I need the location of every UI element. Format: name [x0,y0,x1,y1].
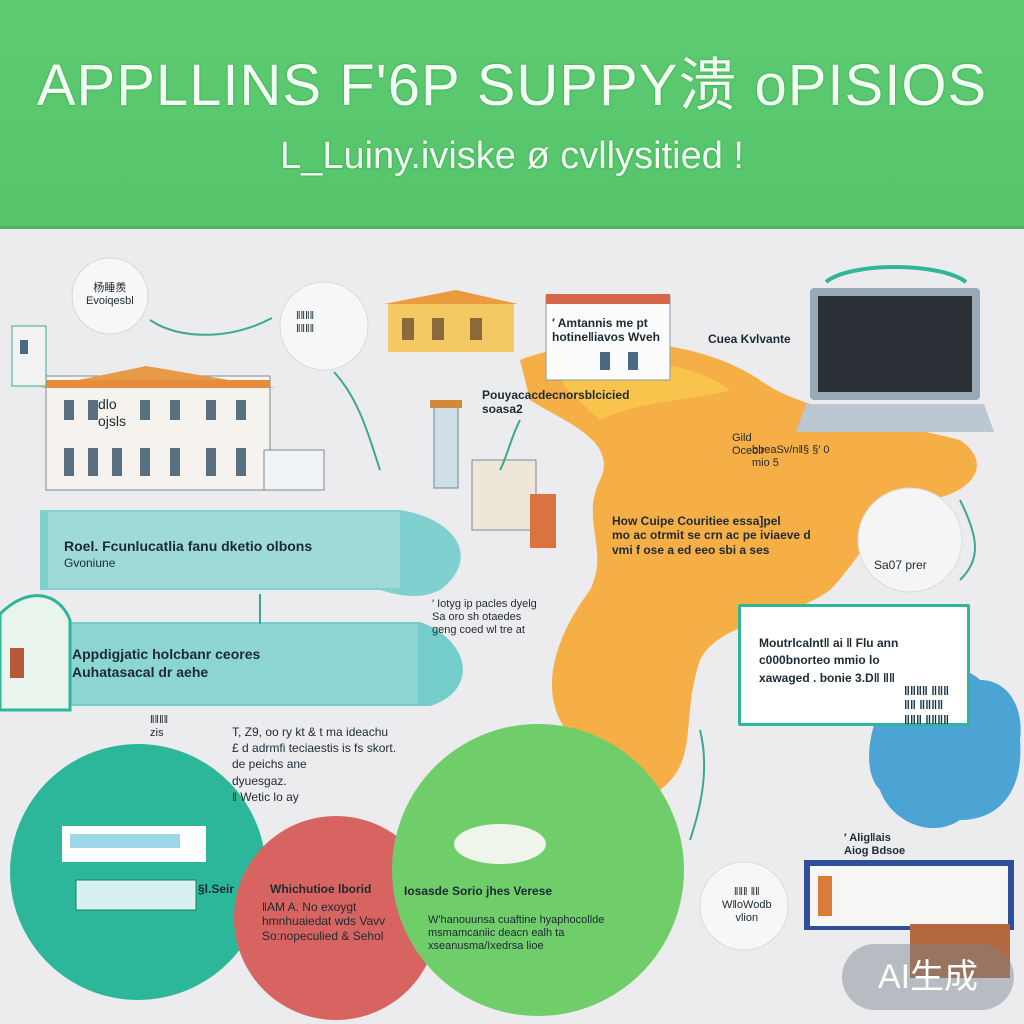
left-note-small-text: ‖‖‖‖ zis [150,714,169,740]
teal-banner-2-title: Appdigjatic holcbanr ceores [72,646,261,662]
clock-tower [430,400,462,489]
laptop-illustration [796,265,994,432]
bottom-left-house [0,594,72,712]
teal-banner-1-title: Roel. Fcunlucatlia fanu dketio olbons [64,538,313,554]
teal-banner-left-2 [48,624,418,704]
school-building [40,366,325,491]
church-building [471,459,556,548]
bottom-right-a-text: ′ Alig‖ais Aiog Bdsoe [844,832,906,858]
teal-circle-tag: §l.Seir [198,882,235,896]
red-circle [234,816,438,1020]
bubble-bottom-right [699,861,789,951]
orange-flow-blob [520,342,977,797]
school-sign-text: dlo ojsls [98,396,127,429]
header-right-b-text: Cuea Kvlvante [708,332,791,346]
mid-note-text: ′ Iotyg ip pacles dyelg Sa oro sh otaede… [432,598,537,637]
bubble-top-left-text: 杨睡羨 Evoiqesbl [86,282,134,308]
teal-banner-1-sub: Gvoniune [64,556,116,570]
header-right-a-text: ′ Amtannis me pt hotine‖iavos Wveh [552,316,660,345]
bubble-top-center-text: ‖‖‖‖ ‖‖‖‖ [296,310,315,336]
teal-circle-panel-inner [70,834,180,848]
teal-banner-left [48,512,400,588]
callout-box: Moutrlcalnt‖ ai ‖ Flu ann c000bnorteo mm… [738,604,970,726]
blue-cloud-text: ‖‖‖‖ ‖‖‖ ‖‖ ‖‖‖‖ ‖‖‖ ‖‖‖‖ [904,684,950,727]
green-circle-ellipse [454,824,546,864]
small-building-left [11,325,47,387]
teal-banner-2-sub: Auhatasacal dr aehe [72,664,209,680]
orange-bubble-text: Pouyacacdecnorsblcicied soasa2 [482,388,630,417]
yellow-house [384,290,518,352]
red-circle-body: ‖AM A. No exoygt hmnhuaiedat wds Vavv So… [262,900,386,943]
green-circle [392,724,684,1016]
desk-panel-illustration [804,860,1014,978]
connector-lines [149,317,976,841]
gild-text: Gild Oceolr [732,432,765,458]
teal-circle-card [75,879,197,911]
white-townhouse [545,294,671,381]
bubble-right [857,487,963,593]
header-banner [0,0,1024,226]
bubble-top-left [71,257,149,335]
gild-b-text: bbeaSv/n‖§ §′ 0 mio 5 [752,444,830,470]
center-note-text: T, Z9, oo ry kt & t ma ideachu £ d adrmf… [232,725,397,804]
bottom-right-bubble-text: ‖‖‖ ‖‖ W‖oWodb vlion [722,886,772,925]
page-title: APPLLINS F'6P SUPPY溃 oPISIOS [36,53,988,118]
callout-box-text: Moutrlcalnt‖ ai ‖ Flu ann c000bnorteo mm… [759,636,899,685]
page-subtitle: L_Luiny.iviske ø cvllysitied ! [280,135,744,177]
header-divider [0,226,1024,229]
right-bubble-text: Sa07 prer [874,558,927,572]
bubble-top-center [279,281,369,371]
orange-callout-text: How Cuipe Couritiee essa]pel mo ac otrmi… [612,514,811,557]
red-circle-title: Whichutioe lborid [270,882,372,896]
ai-generated-watermark: AI生成 [842,944,1014,1010]
green-circle-title: Iosasde Sorio jhes Verese [404,884,553,898]
green-circle-body: W'hanouunsa cuaftine hyaphocollde msmamc… [428,914,605,953]
teal-circle [10,744,266,1000]
